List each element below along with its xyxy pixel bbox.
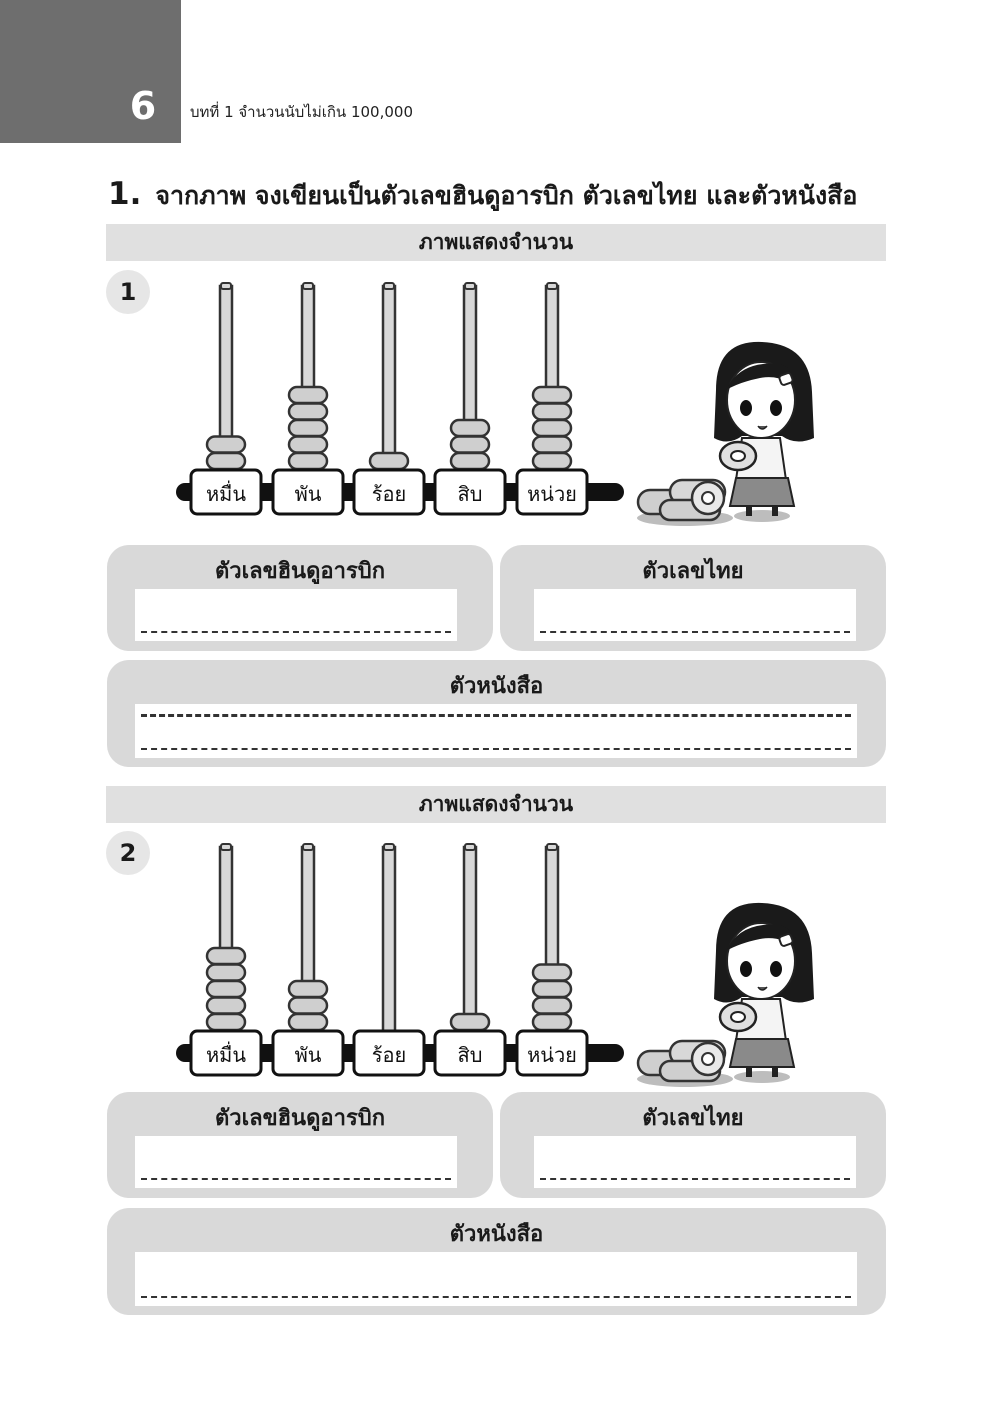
abacus-bead bbox=[531, 963, 573, 982]
abacus-bead bbox=[287, 451, 329, 471]
page-number-tab bbox=[0, 0, 181, 143]
abacus-bead bbox=[449, 418, 491, 438]
abacus-rod-cap bbox=[383, 282, 395, 290]
place-label-box bbox=[189, 1029, 263, 1077]
abacus-bead bbox=[449, 435, 491, 454]
abacus-bead bbox=[205, 451, 247, 471]
place-label-box bbox=[515, 1029, 589, 1077]
arabic-numeral-card: ตัวเลขฮินดูอารบิก bbox=[107, 545, 493, 651]
abacus-bead bbox=[531, 996, 573, 1015]
place-label-box bbox=[271, 468, 345, 516]
abacus-bead bbox=[287, 418, 329, 438]
place-label: หน่วย bbox=[527, 1043, 577, 1067]
arabic-numeral-answer-field[interactable] bbox=[135, 1136, 457, 1188]
words-card: ตัวหนังสือ bbox=[107, 1208, 886, 1315]
abacus-rod-cap bbox=[302, 282, 314, 290]
abacus-rod-cap bbox=[383, 843, 395, 851]
place-label: หน่วย bbox=[527, 482, 577, 506]
place-label: พัน bbox=[295, 1043, 322, 1067]
girl-with-beads-illustration bbox=[636, 341, 814, 526]
abacus-bead bbox=[531, 418, 573, 438]
place-label-box bbox=[352, 468, 426, 516]
girl-with-beads-illustration bbox=[636, 902, 814, 1087]
spare-beads bbox=[636, 1039, 733, 1087]
thai-numeral-card: ตัวเลขไทย bbox=[500, 545, 886, 651]
abacus-bead bbox=[531, 402, 573, 421]
thai-numeral-card: ตัวเลขไทย bbox=[500, 1092, 886, 1198]
abacus-bead bbox=[287, 996, 329, 1015]
question-text: จากภาพ จงเขียนเป็นตัวเลขฮินดูอารบิก ตัวเ… bbox=[155, 181, 858, 210]
girl-character bbox=[714, 341, 814, 522]
page-number: 6 bbox=[129, 84, 157, 128]
problem-number-badge: 1 bbox=[106, 270, 150, 314]
abacus-rod-cap bbox=[220, 282, 232, 290]
abacus-bead bbox=[205, 435, 247, 454]
abacus-bead bbox=[531, 451, 573, 471]
arabic-numeral-label: ตัวเลขฮินดูอารบิก bbox=[214, 559, 386, 584]
words-label: ตัวหนังสือ bbox=[449, 1222, 544, 1247]
abacus: หมื่น พัน ร้อย สิบ หน่วย bbox=[176, 843, 624, 1077]
abacus-rod-cap bbox=[464, 843, 476, 851]
abacus-rod-cap bbox=[302, 843, 314, 851]
place-label-box bbox=[433, 1029, 507, 1077]
abacus-bead bbox=[287, 402, 329, 421]
question-title: 1. จากภาพ จงเขียนเป็นตัวเลขฮินดูอารบิก ตั… bbox=[108, 176, 857, 216]
arabic-numeral-answer-field[interactable] bbox=[135, 589, 457, 641]
place-label: หมื่น bbox=[206, 1041, 246, 1067]
abacus-bead bbox=[287, 435, 329, 454]
picture-section-band: ภาพแสดงจำนวน bbox=[106, 224, 886, 261]
place-label-box bbox=[433, 468, 507, 516]
words-label: ตัวหนังสือ bbox=[449, 674, 544, 699]
place-label-box bbox=[189, 468, 263, 516]
abacus-rod-cap bbox=[546, 282, 558, 290]
problem-number-badge: 2 bbox=[106, 831, 150, 875]
abacus-bead bbox=[531, 385, 573, 405]
thai-numeral-answer-field[interactable] bbox=[534, 589, 856, 641]
chapter-title: บทที่ 1 จำนวนนับไม่เกิน 100,000 bbox=[190, 103, 413, 121]
abacus-rod-cap bbox=[546, 843, 558, 851]
thai-numeral-label: ตัวเลขไทย bbox=[642, 1106, 744, 1131]
words-answer-field[interactable] bbox=[135, 704, 857, 758]
arabic-numeral-card: ตัวเลขฮินดูอารบิก bbox=[107, 1092, 493, 1198]
place-label-box bbox=[271, 1029, 345, 1077]
abacus-bead bbox=[205, 1012, 247, 1032]
abacus-bead bbox=[287, 385, 329, 405]
abacus-rod bbox=[381, 284, 397, 472]
abacus-bead bbox=[287, 979, 329, 999]
abacus-rod bbox=[462, 845, 478, 1033]
place-label-box bbox=[515, 468, 589, 516]
abacus-bead bbox=[287, 1012, 329, 1032]
abacus-bead bbox=[205, 979, 247, 999]
abacus-rod-cap bbox=[464, 282, 476, 290]
abacus-rod bbox=[381, 845, 397, 1033]
place-label: ร้อย bbox=[372, 1043, 406, 1067]
girl-character bbox=[714, 902, 814, 1083]
abacus-bead bbox=[205, 946, 247, 966]
abacus-bead bbox=[531, 1012, 573, 1032]
place-label: สิบ bbox=[458, 482, 483, 506]
abacus-bead bbox=[449, 451, 491, 471]
abacus-bead bbox=[449, 1012, 491, 1032]
abacus-bead bbox=[531, 435, 573, 454]
abacus-bead bbox=[368, 451, 410, 471]
abacus: หมื่น พัน ร้อย สิบ หน่วย bbox=[176, 282, 624, 516]
place-label: สิบ bbox=[458, 1043, 483, 1067]
arabic-numeral-label: ตัวเลขฮินดูอารบิก bbox=[214, 1106, 386, 1131]
abacus-bead bbox=[531, 979, 573, 999]
words-answer-field[interactable] bbox=[135, 1252, 857, 1306]
place-label: หมื่น bbox=[206, 480, 246, 506]
place-label-box bbox=[352, 1029, 426, 1077]
question-number: 1. bbox=[108, 176, 142, 212]
spare-beads bbox=[636, 478, 733, 526]
place-label: พัน bbox=[295, 482, 322, 506]
abacus-bead bbox=[205, 963, 247, 982]
abacus-rod-cap bbox=[220, 843, 232, 851]
picture-section-band: ภาพแสดงจำนวน bbox=[106, 786, 886, 823]
place-label: ร้อย bbox=[372, 482, 406, 506]
thai-numeral-answer-field[interactable] bbox=[534, 1136, 856, 1188]
words-card: ตัวหนังสือ bbox=[107, 660, 886, 767]
thai-numeral-label: ตัวเลขไทย bbox=[642, 559, 744, 584]
abacus-bead bbox=[205, 996, 247, 1015]
